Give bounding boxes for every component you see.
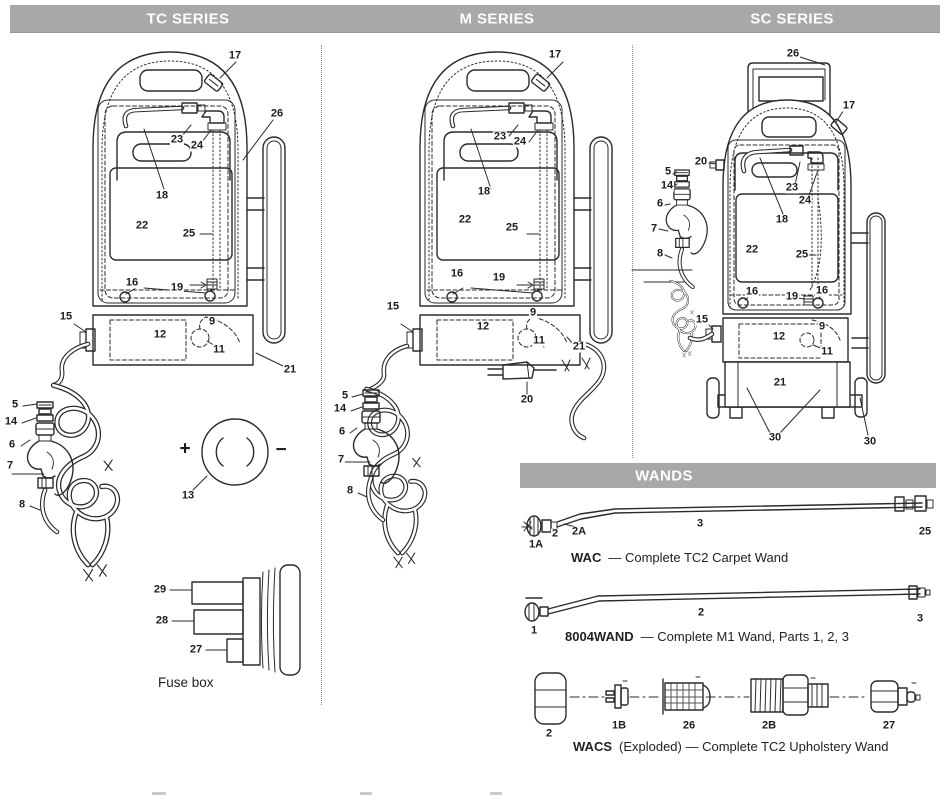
wands-title: WANDS	[635, 467, 693, 484]
cropped-footer-mark	[152, 792, 166, 795]
column-divider-right	[632, 45, 633, 458]
m-machine	[401, 52, 612, 365]
tc-hose-coil	[54, 341, 118, 581]
sc-spray-gun	[631, 170, 707, 287]
sc-series-title: SC SERIES	[750, 10, 834, 27]
wand-wac-diagram	[521, 495, 934, 537]
cropped-footer-mark	[360, 792, 372, 795]
m-series-diagram	[339, 38, 632, 658]
fuse-box-label: Fuse box	[158, 675, 214, 690]
wand-wacs-desc: (Exploded) — Complete TC2 Upholstery Wan…	[619, 739, 889, 754]
cropped-footer-mark	[490, 792, 502, 795]
wand-8004-diagram	[524, 585, 931, 622]
wand-8004-caption: 8004WAND — Complete M1 Wand, Parts 1, 2, …	[565, 629, 849, 644]
wands-header-bar: WANDS	[520, 463, 936, 488]
sc-machine-body	[708, 99, 886, 384]
m-hose-coil	[367, 340, 607, 568]
column-divider-left	[321, 45, 322, 705]
tc-machine	[74, 52, 285, 366]
tc-fuse-box	[169, 564, 301, 676]
m-power-plug	[487, 357, 591, 395]
m-series-title: M SERIES	[459, 10, 535, 27]
tc-battery-symbol	[192, 418, 269, 491]
wand-8004-desc: — Complete M1 Wand, Parts 1, 2, 3	[640, 629, 849, 644]
wands-diagram	[521, 495, 934, 725]
wand-wacs-code: WACS	[573, 739, 612, 754]
wand-wacs-diagram	[534, 672, 921, 725]
wand-wac-caption: WAC — Complete TC2 Carpet Wand	[571, 550, 788, 565]
wand-wac-code: WAC	[571, 550, 602, 565]
sc-series-diagram	[631, 56, 886, 436]
wand-wac-desc: — Complete TC2 Carpet Wand	[608, 550, 789, 565]
sc-hose-coil	[669, 279, 715, 359]
wand-8004-code: 8004WAND	[565, 629, 634, 644]
tc-spray-gun	[11, 402, 73, 532]
wand-wacs-caption: WACS (Exploded) — Complete TC2 Upholstery…	[573, 739, 889, 754]
series-header-bar: TC SERIES M SERIES SC SERIES	[10, 5, 940, 33]
tc-series-title: TC SERIES	[146, 10, 230, 27]
tc-series-diagram	[11, 38, 301, 676]
sc-base	[705, 317, 869, 436]
